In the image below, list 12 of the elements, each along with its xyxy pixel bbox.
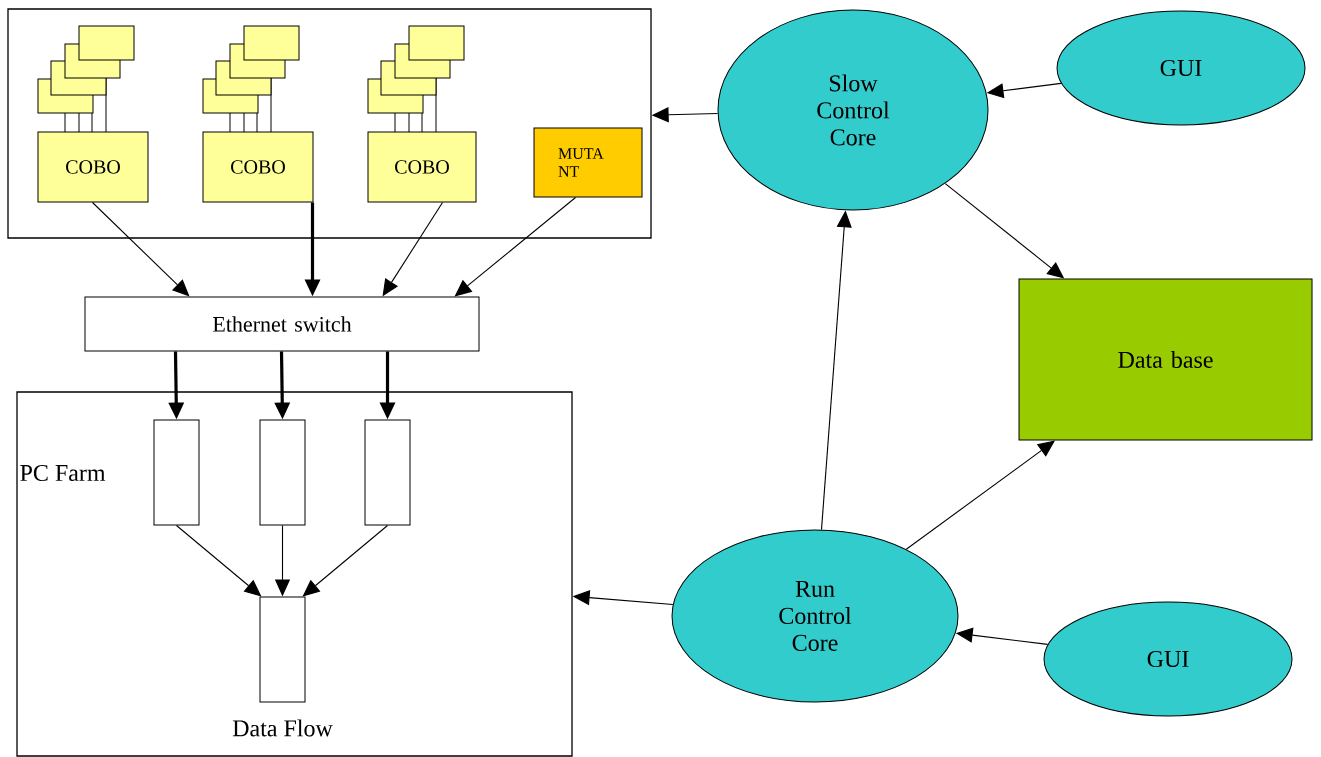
frame-title: PC Farm bbox=[20, 464, 106, 482]
process-box bbox=[153, 419, 200, 526]
process-box: MUTA NT bbox=[533, 127, 643, 198]
process-box: Ethernet switch bbox=[84, 296, 480, 352]
process-box: COBO bbox=[367, 131, 477, 203]
process-box: COBO bbox=[202, 131, 314, 203]
box-label: Data Flow bbox=[232, 719, 333, 737]
arrow bbox=[91, 201, 190, 297]
process-box bbox=[259, 419, 306, 526]
process-box: COBO bbox=[37, 131, 149, 203]
process-box bbox=[364, 419, 411, 526]
process-box: Data base bbox=[1018, 278, 1313, 441]
